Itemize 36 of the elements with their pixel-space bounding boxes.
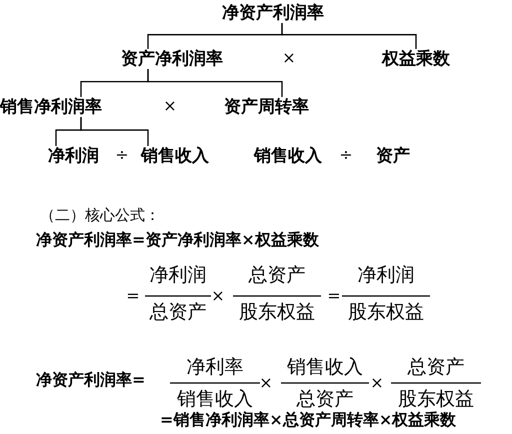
term-text: 资产周转率 (224, 97, 309, 117)
numerator-text: 净利润 (150, 263, 206, 288)
term-text: 销售收入 (141, 146, 209, 166)
connector-line (147, 69, 283, 97)
denominator-text: 股东权益 (348, 300, 424, 325)
denominator-text: 总资产 (296, 387, 354, 411)
operator-symbol: × (211, 287, 225, 305)
formula-text: 净资产利润率= (36, 370, 146, 390)
term-text: 资产 (376, 146, 410, 166)
term-text: 净资产利润率 (222, 3, 324, 23)
denominator-text: 股东权益 (239, 300, 315, 325)
numerator-text: 总资产 (248, 263, 306, 288)
denominator-text: 销售收入 (177, 387, 253, 411)
numerator-text: 总资产 (408, 355, 464, 380)
section-heading: （二）核心公式： (40, 206, 160, 224)
operator-symbol: ÷ (115, 146, 129, 164)
term-text: 资产净利润率 (121, 49, 223, 69)
operator-symbol: = (126, 287, 140, 305)
denominator-text: 总资产 (150, 300, 206, 325)
connector-line (80, 117, 149, 146)
numerator-text: 净利率 (186, 355, 244, 380)
term-text: 销售收入 (254, 146, 322, 166)
term-text: 净利润 (48, 146, 99, 166)
operator-symbol: × (163, 97, 177, 115)
term-text: 权益乘数 (382, 49, 450, 69)
operator-symbol: × (370, 374, 384, 392)
operator-symbol: × (282, 49, 296, 67)
formula-text: 净资产利润率=资产净利润率×权益乘数 (36, 230, 319, 250)
numerator-text: 销售收入 (287, 355, 363, 380)
denominator-text: 股东权益 (398, 387, 474, 411)
formula-text: =销售净利润率×总资产周转率×权益乘数 (160, 410, 456, 430)
operator-symbol: ÷ (339, 146, 353, 164)
operator-symbol: = (327, 287, 341, 305)
operator-symbol: × (259, 374, 273, 392)
numerator-text: 净利润 (358, 263, 414, 288)
connector-line (281, 23, 417, 49)
